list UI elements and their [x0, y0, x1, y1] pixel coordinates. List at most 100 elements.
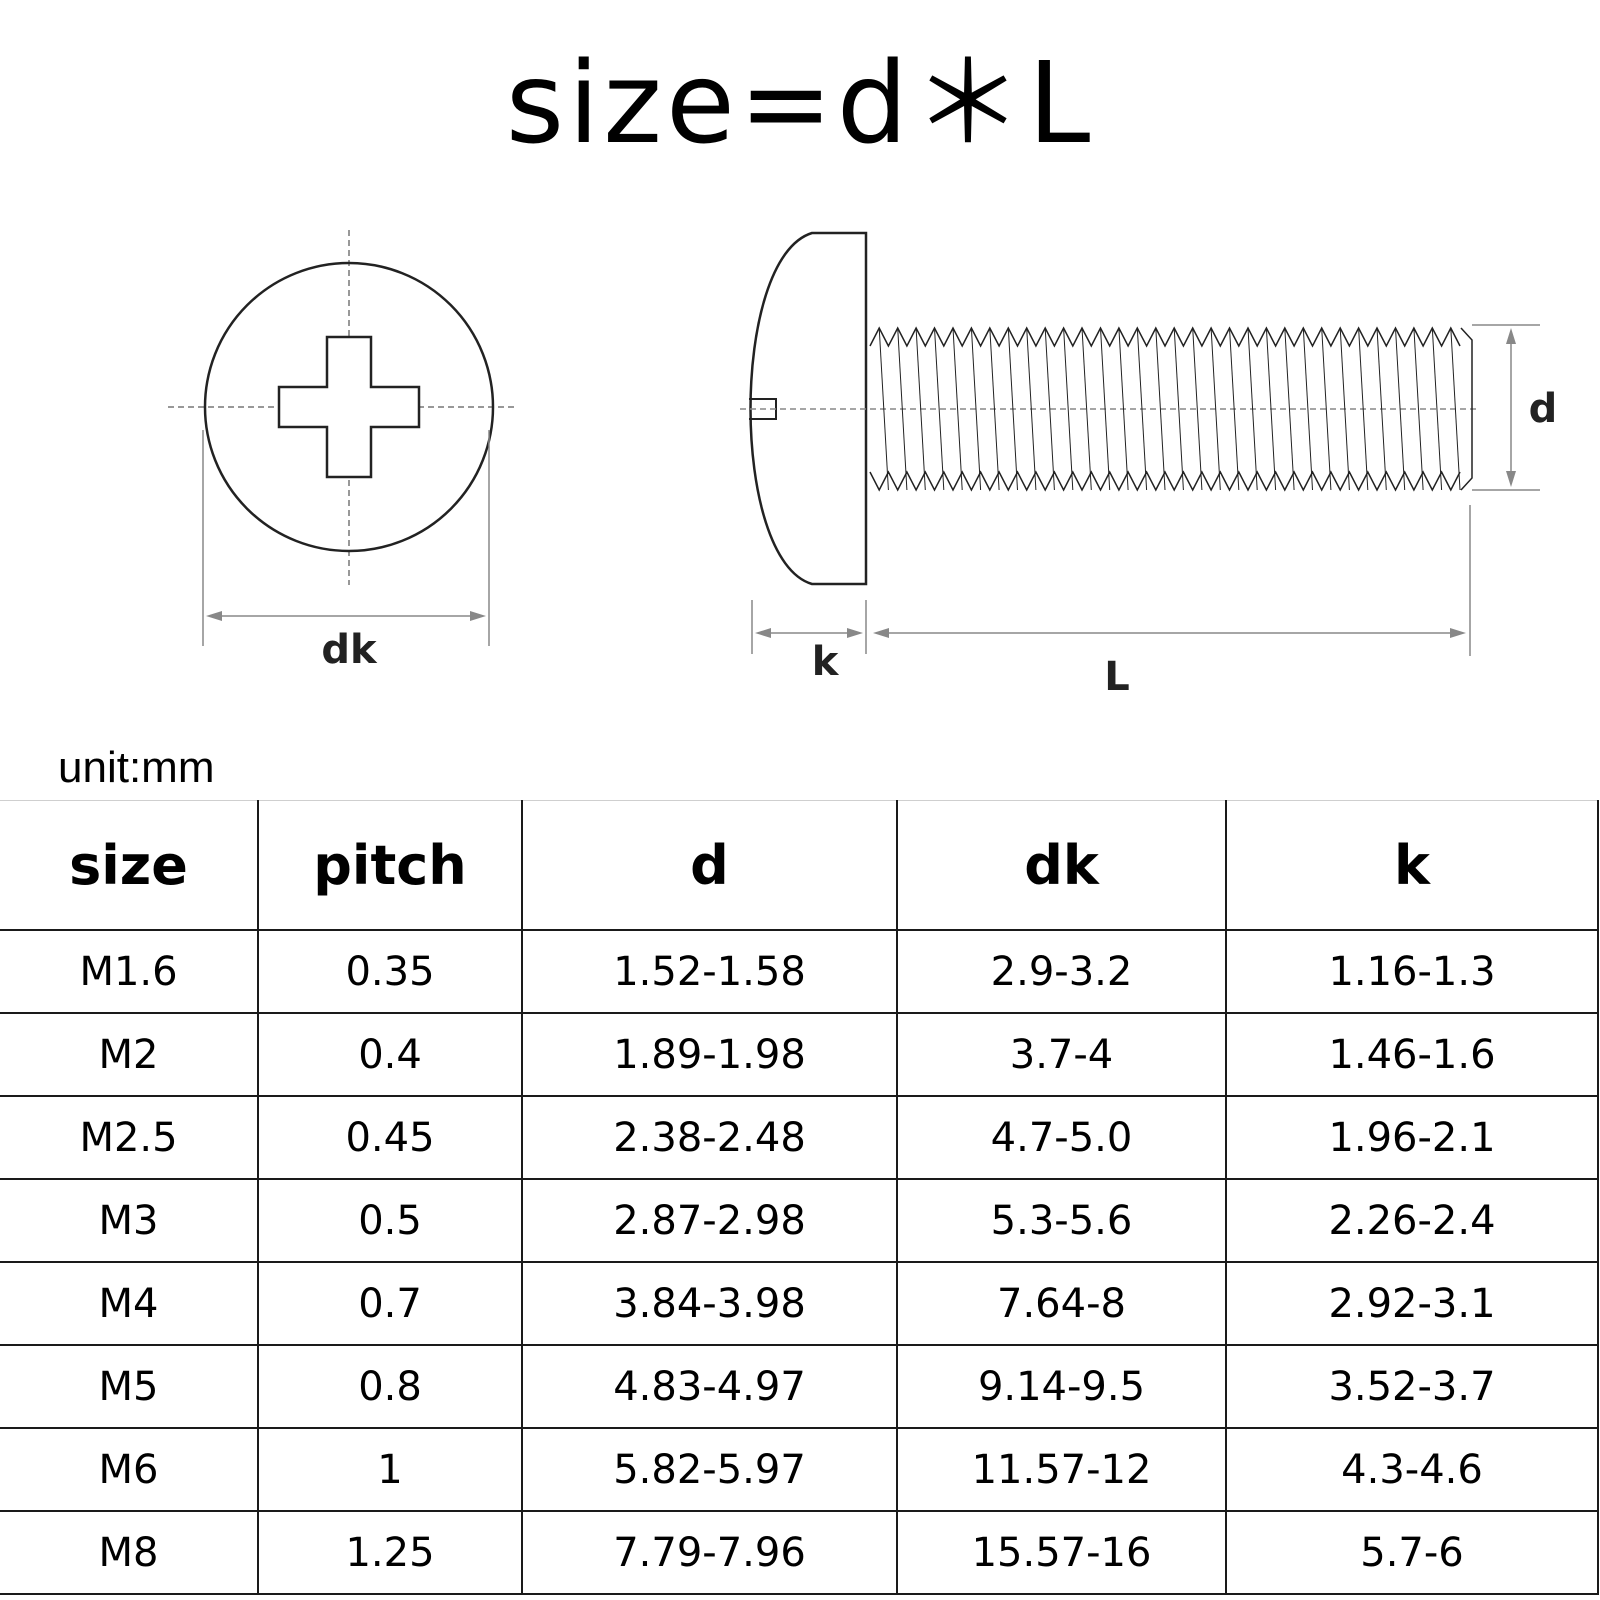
- thread-line: [970, 327, 982, 491]
- d-label: d: [1529, 386, 1558, 432]
- thread-line: [1044, 327, 1055, 491]
- thread-line: [915, 327, 926, 491]
- column-header-dk: dk: [896, 800, 1227, 931]
- column-header-d: d: [521, 800, 898, 931]
- thread-line: [1173, 327, 1184, 491]
- thread-line: [1413, 327, 1424, 491]
- table-cell-size: M8: [0, 1510, 259, 1595]
- table-cell-dk: 7.64-8: [896, 1261, 1227, 1346]
- thread-line: [1247, 327, 1258, 491]
- thread-line: [1376, 327, 1387, 491]
- thread-line: [1007, 327, 1018, 491]
- table-cell-k: 5.7-6: [1225, 1510, 1599, 1595]
- thread-line: [1155, 327, 1166, 491]
- table-cell-pitch: 0.8: [257, 1344, 523, 1429]
- table-cell-d: 1.52-1.58: [521, 929, 898, 1014]
- thread-line: [934, 327, 945, 491]
- thread-line: [1302, 327, 1313, 491]
- table-cell-d: 5.82-5.97: [521, 1427, 898, 1512]
- thread-line: [1431, 327, 1443, 491]
- table-cell-k: 2.92-3.1: [1225, 1261, 1599, 1346]
- screw-head-top-view: [168, 230, 518, 585]
- table-cell-pitch: 0.35: [257, 929, 523, 1014]
- table-cell-d: 4.83-4.97: [521, 1344, 898, 1429]
- column-header-k: k: [1225, 800, 1599, 931]
- table-cell-d: 7.79-7.96: [521, 1510, 898, 1595]
- table-cell-d: 1.89-1.98: [521, 1012, 898, 1097]
- table-cell-d: 2.38-2.48: [521, 1095, 898, 1180]
- thread-line: [1136, 327, 1148, 491]
- thread-top-profile: [869, 326, 1461, 348]
- table-cell-k: 4.3-4.6: [1225, 1427, 1599, 1512]
- table-cell-dk: 9.14-9.5: [896, 1344, 1227, 1429]
- table-cell-d: 3.84-3.98: [521, 1261, 898, 1346]
- thread-line: [1100, 327, 1111, 491]
- table-cell-dk: 2.9-3.2: [896, 929, 1227, 1014]
- k-label: k: [812, 639, 840, 685]
- table-cell-dk: 3.7-4: [896, 1012, 1227, 1097]
- table-cell-dk: 4.7-5.0: [896, 1095, 1227, 1180]
- unit-label: unit:mm: [58, 743, 215, 792]
- table-cell-k: 2.26-2.4: [1225, 1178, 1599, 1263]
- table-cell-size: M1.6: [0, 929, 259, 1014]
- thread-line: [1210, 327, 1221, 491]
- phillips-cross-icon: [277, 335, 421, 479]
- column-header-pitch: pitch: [257, 800, 523, 931]
- screw-side-view: [740, 231, 1480, 586]
- thread-line: [1284, 327, 1295, 491]
- column-header-size: size: [0, 800, 259, 931]
- table-cell-k: 3.52-3.7: [1225, 1344, 1599, 1429]
- L-label: L: [1104, 654, 1130, 700]
- thread-line: [1118, 327, 1129, 491]
- thread-line: [1450, 327, 1461, 491]
- table-cell-size: M3: [0, 1178, 259, 1263]
- L-dimension: [873, 505, 1471, 656]
- thread-line: [952, 327, 963, 491]
- thread-bottom-profile: [869, 470, 1461, 492]
- table-cell-size: M2: [0, 1012, 259, 1097]
- thread-line: [1321, 327, 1332, 491]
- table-cell-size: M2.5: [0, 1095, 259, 1180]
- k-dimension: [751, 600, 867, 654]
- table-cell-pitch: 1: [257, 1427, 523, 1512]
- table-cell-size: M4: [0, 1261, 259, 1346]
- thread-line: [989, 327, 1000, 491]
- page-title: size=d＊L: [505, 39, 1095, 169]
- screw-tip: [1460, 327, 1473, 491]
- thread-line: [1395, 327, 1406, 491]
- thread-line: [1026, 327, 1037, 491]
- thread-line: [1192, 327, 1203, 491]
- table-cell-size: M6: [0, 1427, 259, 1512]
- table-cell-k: 1.96-2.1: [1225, 1095, 1599, 1180]
- table-cell-pitch: 0.45: [257, 1095, 523, 1180]
- thread-line: [897, 327, 908, 491]
- table-cell-pitch: 0.5: [257, 1178, 523, 1263]
- table-cell-size: M5: [0, 1344, 259, 1429]
- thread-lines: [878, 327, 1461, 491]
- thread-line: [1265, 327, 1277, 491]
- thread-line: [878, 327, 889, 491]
- table-cell-pitch: 0.4: [257, 1012, 523, 1097]
- table-cell-pitch: 1.25: [257, 1510, 523, 1595]
- dk-label: dk: [321, 627, 378, 673]
- screw-diagram: dk d k L: [168, 230, 1558, 700]
- thread-line: [1358, 327, 1369, 491]
- screw-head-side: [749, 231, 868, 586]
- table-cell-pitch: 0.7: [257, 1261, 523, 1346]
- thread-line: [1229, 327, 1240, 491]
- dk-dimension: [202, 430, 490, 646]
- table-cell-k: 1.46-1.6: [1225, 1012, 1599, 1097]
- table-cell-d: 2.87-2.98: [521, 1178, 898, 1263]
- thread-line: [1339, 327, 1350, 491]
